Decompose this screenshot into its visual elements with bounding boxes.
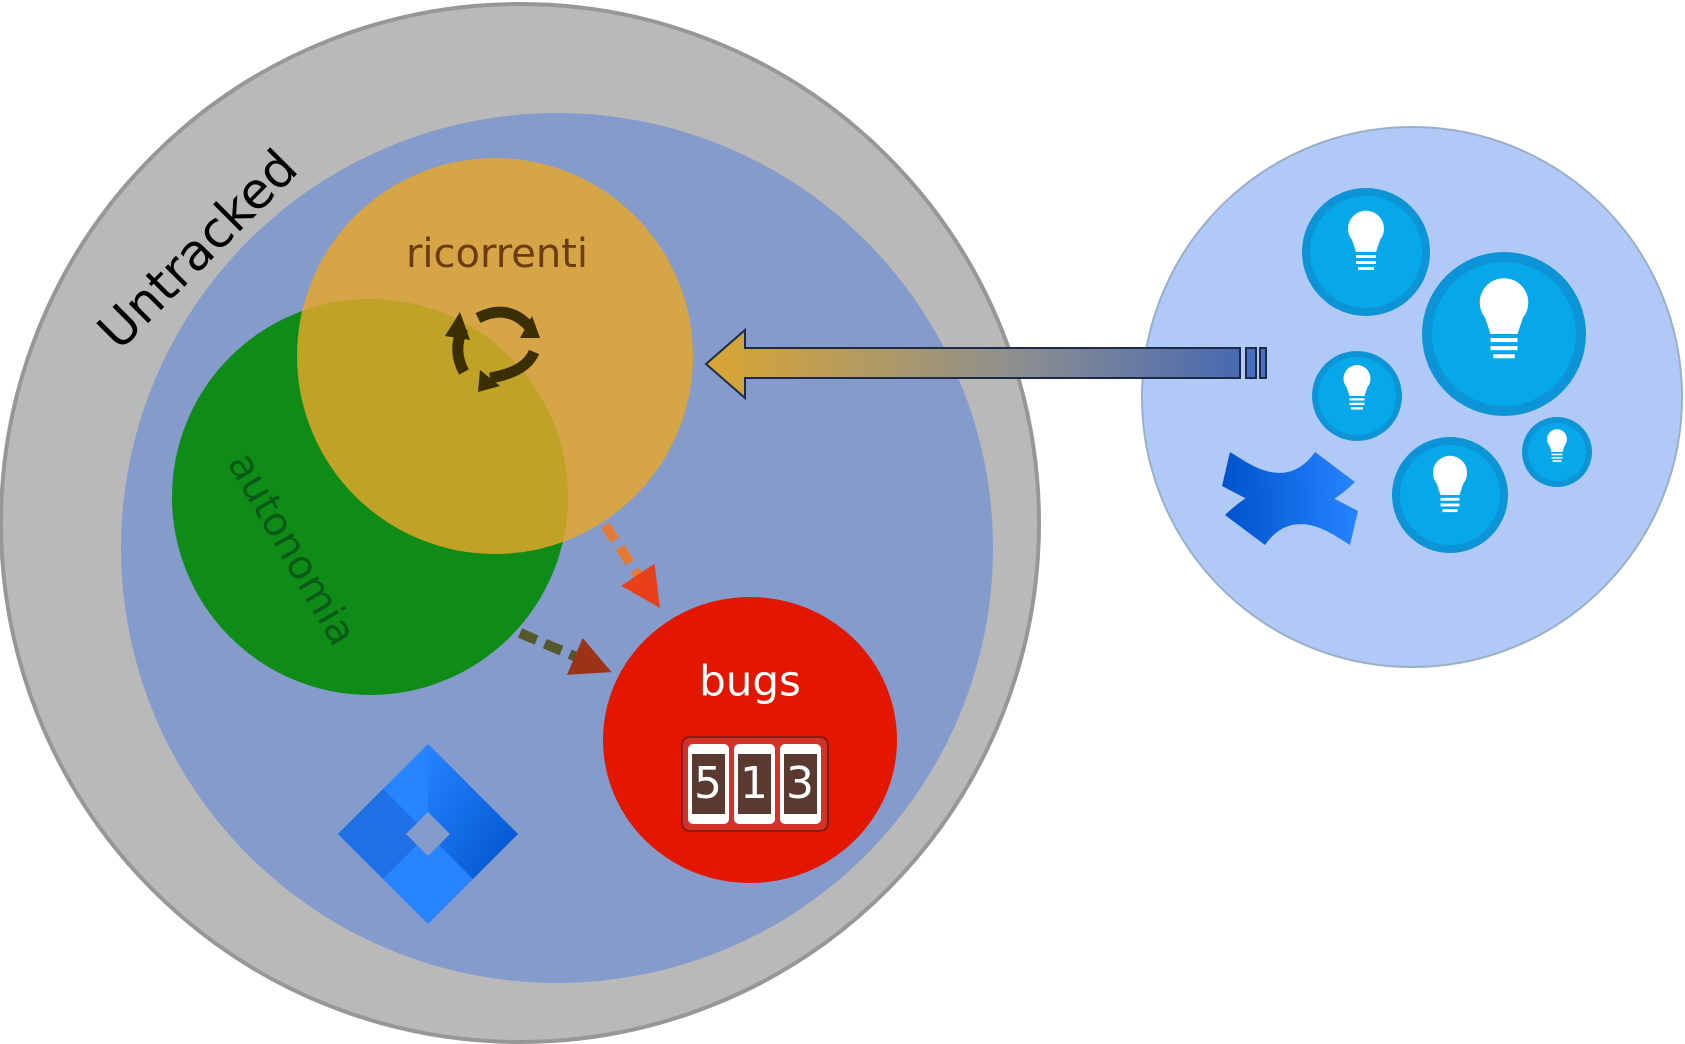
svg-text:3: 3	[786, 758, 814, 809]
lightbulb-icon-2	[1422, 252, 1586, 416]
lightbulb-icon-1	[1302, 188, 1430, 316]
counter-digit-1: 5	[688, 744, 729, 824]
jira-logo-icon	[338, 744, 518, 924]
counter-digit-2: 1	[734, 744, 775, 824]
bug-counter: 5 1 3	[681, 736, 829, 832]
counter-digit-3: 3	[780, 744, 821, 824]
autonomia-to-bugs-arrow	[518, 628, 612, 675]
bugs-label: bugs	[699, 657, 801, 706]
lightbulb-icon-4	[1392, 437, 1508, 553]
confluence-logo-icon	[1222, 452, 1358, 545]
lightbulb-icon-3	[1312, 351, 1402, 441]
svg-text:5: 5	[694, 758, 722, 809]
recycle-arrows-icon	[445, 306, 540, 392]
ricorrenti-to-bugs-arrow	[600, 522, 660, 609]
svg-text:1: 1	[740, 758, 768, 809]
ricorrenti-area	[297, 158, 693, 554]
ricorrenti-label: ricorrenti	[406, 231, 588, 277]
lightbulb-icon-5	[1522, 417, 1592, 487]
ideas-to-ricorrenti-arrow	[704, 327, 1267, 401]
